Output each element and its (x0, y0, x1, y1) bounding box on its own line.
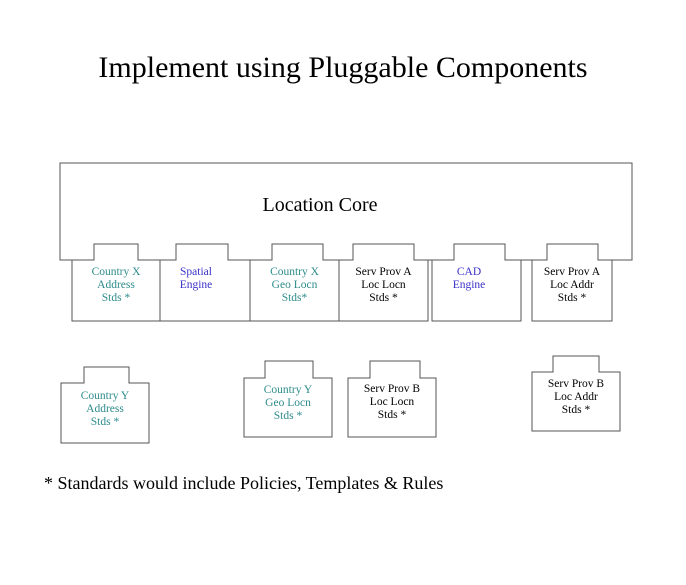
component-box-serv-prov-a-loc-addr (531, 243, 613, 322)
slide-title: Implement using Pluggable Components (98, 51, 588, 84)
component-label-serv-prov-b-loc-locn: Serv Prov B Loc Locn Stds * (348, 383, 436, 422)
component-line: Geo Locn (271, 279, 318, 291)
component-label-spatial-engine: Spatial Engine (160, 266, 232, 292)
component-box-spatial-engine (159, 243, 251, 322)
component-line: Country Y (263, 384, 313, 396)
component-label-country-x-address: Country X Address Stds * (72, 266, 160, 305)
component-box-serv-prov-b-loc-addr (531, 355, 621, 432)
component-label-serv-prov-a-loc-locn: Serv Prov A Loc Locn Stds * (339, 266, 428, 305)
component-line: Spatial (180, 266, 212, 278)
component-line: Stds * (101, 292, 131, 304)
component-box-country-x-address (71, 243, 161, 322)
component-line: Address (97, 279, 135, 291)
footnote: * Standards would include Policies, Temp… (44, 473, 444, 493)
component-line: Loc Locn (361, 279, 406, 291)
component-label-serv-prov-a-loc-addr: Serv Prov A Loc Addr Stds * (532, 266, 612, 305)
component-box-serv-prov-a-loc-locn (338, 243, 429, 322)
component-line: Loc Locn (369, 396, 415, 408)
component-line: Stds * (369, 292, 398, 304)
component-label-country-y-geo-locn: Country Y Geo Locn Stds * (244, 384, 332, 423)
component-line: Country X (270, 266, 319, 278)
component-line: Serv Prov A (355, 266, 412, 278)
component-line: Serv Prov B (547, 378, 605, 390)
component-line: Engine (179, 279, 213, 291)
component-line: Stds * (377, 409, 407, 421)
component-line: Stds* (281, 292, 308, 304)
component-line: Stds * (561, 404, 591, 416)
component-line: Stds * (90, 416, 120, 428)
component-line: Loc Addr (554, 391, 598, 403)
component-label-cad-engine: CAD Engine (432, 266, 506, 292)
component-label-country-x-geo-locn: Country X Geo Locn Stds* (250, 266, 339, 305)
component-box-country-y-geo-locn (243, 360, 333, 438)
component-label-country-y-address: Country Y Address Stds * (61, 390, 149, 429)
component-box-country-y-address (60, 366, 150, 444)
component-line: Loc Addr (550, 279, 594, 291)
component-box-country-x-geo-locn (249, 243, 340, 322)
component-line: Country Y (80, 390, 130, 402)
component-box-cad-engine (431, 243, 522, 322)
component-line: Engine (452, 279, 486, 291)
component-box-serv-prov-b-loc-locn (347, 360, 437, 438)
component-line: Country X (91, 266, 141, 278)
component-line: Stds * (273, 410, 303, 422)
component-line: Serv Prov B (363, 383, 421, 395)
component-line: Stds * (557, 292, 587, 304)
component-line: CAD (456, 266, 482, 278)
component-line: Geo Locn (265, 397, 311, 409)
component-label-serv-prov-b-loc-addr: Serv Prov B Loc Addr Stds * (532, 378, 620, 417)
component-line: Address (86, 403, 124, 415)
component-line: Serv Prov A (543, 266, 601, 278)
location-core-label: Location Core (262, 194, 378, 216)
